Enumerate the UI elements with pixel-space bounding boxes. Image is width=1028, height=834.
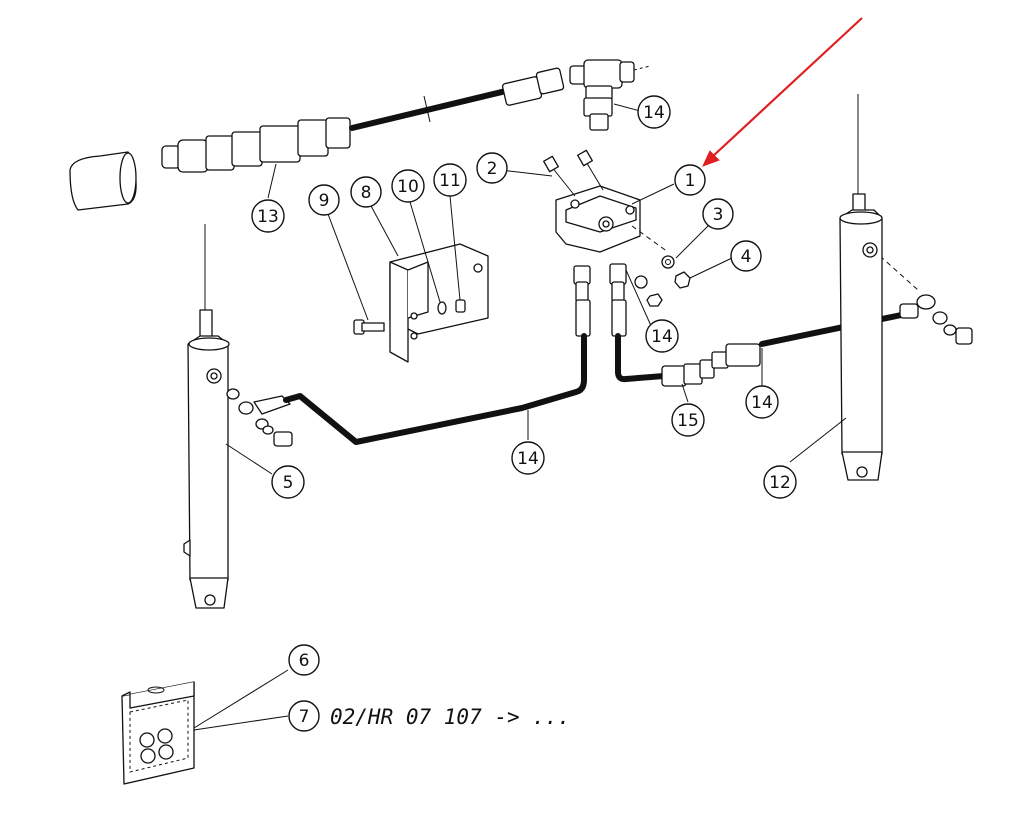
callout-14-right-hose-label: 14 bbox=[751, 393, 773, 413]
washer-10 bbox=[437, 301, 447, 315]
cylinder-left-5 bbox=[183, 224, 230, 609]
callout-7-label: 7 bbox=[299, 707, 310, 727]
callout-5-label: 5 bbox=[283, 473, 294, 493]
serial-note: 02/HR 07 107 -> ... bbox=[330, 705, 570, 729]
callout-4-label: 4 bbox=[741, 247, 752, 267]
bolt-axis bbox=[631, 225, 669, 253]
callout-7: 7 bbox=[288, 700, 320, 732]
callout-1: 1 bbox=[674, 164, 706, 196]
tee-fitting bbox=[569, 59, 651, 131]
callout-12-label: 12 bbox=[769, 473, 791, 493]
callout-14-left-hose-label: 14 bbox=[517, 449, 539, 469]
callout-14-tee-label: 14 bbox=[643, 103, 665, 123]
callout-9-label: 9 bbox=[319, 191, 330, 211]
upper-hose-ferrule bbox=[501, 67, 565, 106]
callout-13: 13 bbox=[251, 199, 285, 233]
dust-cap bbox=[69, 151, 137, 211]
callout-9: 9 bbox=[308, 184, 340, 216]
hose-center-right bbox=[615, 333, 667, 383]
callout-15: 15 bbox=[671, 403, 705, 437]
nut-11 bbox=[455, 299, 466, 313]
seal-kit-bag bbox=[121, 681, 195, 785]
callout-13-label: 13 bbox=[257, 207, 279, 227]
bolts-2 bbox=[543, 149, 604, 197]
left-hose-fittings bbox=[226, 388, 293, 447]
callout-14-center-label: 14 bbox=[651, 327, 673, 347]
callout-14-tee: 14 bbox=[637, 95, 671, 129]
callout-2-label: 2 bbox=[487, 159, 498, 179]
callout-14-right-hose: 14 bbox=[745, 385, 779, 419]
right-hose-fittings bbox=[879, 255, 973, 345]
leader-lines bbox=[193, 103, 847, 731]
callout-4: 4 bbox=[730, 240, 762, 272]
callout-1-label: 1 bbox=[685, 171, 696, 191]
callout-6: 6 bbox=[288, 644, 320, 676]
callout-3: 3 bbox=[702, 198, 734, 230]
washer-3 bbox=[661, 255, 675, 269]
cylinder-right-12 bbox=[839, 94, 883, 481]
valve-block bbox=[555, 185, 641, 253]
callout-12: 12 bbox=[763, 465, 797, 499]
callout-14-left-hose: 14 bbox=[511, 441, 545, 475]
upper-hose bbox=[349, 87, 513, 131]
callout-3-label: 3 bbox=[713, 205, 724, 225]
callout-10: 10 bbox=[391, 169, 425, 203]
hose-right-14 bbox=[759, 311, 909, 347]
callout-8-label: 8 bbox=[361, 183, 372, 203]
callout-5: 5 bbox=[271, 465, 305, 499]
callout-6-label: 6 bbox=[299, 651, 310, 671]
valve-lower-fittings bbox=[573, 263, 663, 337]
callout-10-label: 10 bbox=[397, 177, 419, 197]
bolt-9 bbox=[353, 319, 385, 335]
quick-coupling-13 bbox=[161, 117, 351, 173]
callout-11: 11 bbox=[433, 163, 467, 197]
callout-11-label: 11 bbox=[439, 171, 461, 191]
callout-8: 8 bbox=[350, 176, 382, 208]
red-pointer-arrow bbox=[702, 17, 863, 167]
hose-left-14 bbox=[283, 333, 587, 445]
nut-4 bbox=[674, 271, 691, 289]
callout-15-label: 15 bbox=[677, 411, 699, 431]
union-15 bbox=[661, 343, 761, 387]
callout-14-center: 14 bbox=[645, 319, 679, 353]
callout-2: 2 bbox=[476, 152, 508, 184]
